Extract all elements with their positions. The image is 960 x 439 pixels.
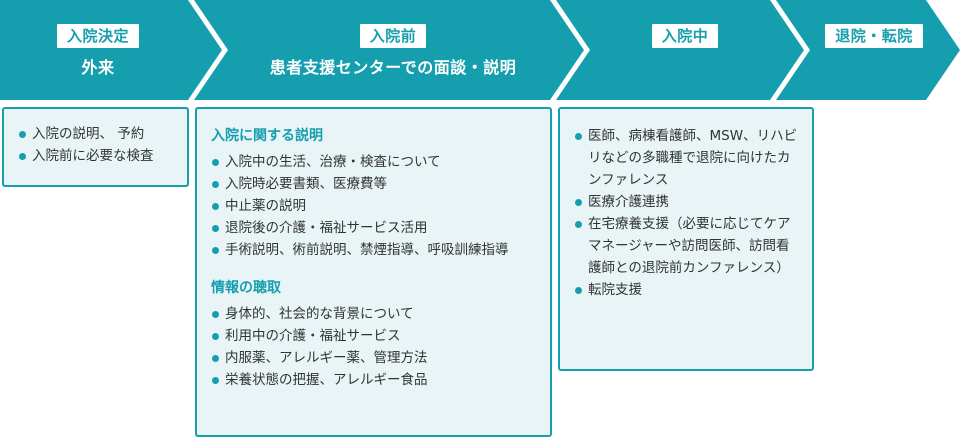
arrow-decision bbox=[0, 0, 222, 100]
section-title: 入院に関する説明 bbox=[211, 128, 323, 144]
decision-list: 入院の説明、 予約 入院前に必要な検査 bbox=[18, 123, 175, 167]
list-item: 入院中の生活、治療・検査について bbox=[211, 151, 538, 173]
list-item: 医師、病棟看護師、MSW、リハビリなどの多職種で退院に向けたカンファレンス bbox=[574, 125, 802, 191]
stage-subtitle: 外来 bbox=[81, 58, 115, 77]
process-flow-arrows bbox=[0, 0, 960, 100]
stage-discharge: 退院・転院 bbox=[810, 24, 938, 48]
list-item: 内服薬、アレルギー薬、管理方法 bbox=[211, 347, 538, 369]
list-item: 身体的、社会的な背景について bbox=[211, 303, 538, 325]
stage-during: 入院中 bbox=[590, 24, 780, 48]
stage-subtitle: 患者支援センターでの面談・説明 bbox=[269, 58, 517, 77]
list-item: 入院時必要書類、医療費等 bbox=[211, 173, 538, 195]
hearing-list: 身体的、社会的な背景について 利用中の介護・福祉サービス 内服薬、アレルギー薬、… bbox=[211, 303, 538, 391]
arrow-pre bbox=[194, 0, 584, 100]
box-pre-admission: 入院に関する説明 入院中の生活、治療・検査について 入院時必要書類、医療費等 中… bbox=[195, 107, 552, 437]
arrow-during bbox=[556, 0, 804, 100]
list-item: 転院支援 bbox=[574, 279, 802, 301]
stage-decision: 入院決定 外来 bbox=[0, 24, 196, 78]
list-item: 退院後の介護・福祉サービス活用 bbox=[211, 217, 538, 239]
list-item: 在宅療養支援（必要に応じてケアマネージャーや訪問医師、訪問看護師との退院前カンフ… bbox=[574, 213, 802, 279]
stage-badge: 入院中 bbox=[651, 24, 719, 48]
section-title: 情報の聴取 bbox=[211, 280, 281, 296]
during-list: 医師、病棟看護師、MSW、リハビリなどの多職種で退院に向けたカンファレンス 医療… bbox=[574, 125, 802, 301]
list-item: 手術説明、術前説明、禁煙指導、呼吸訓練指導 bbox=[211, 239, 538, 261]
list-item: 利用中の介護・福祉サービス bbox=[211, 325, 538, 347]
stage-badge: 入院決定 bbox=[56, 24, 139, 48]
list-item: 中止薬の説明 bbox=[211, 195, 538, 217]
list-item: 入院の説明、 予約 bbox=[18, 123, 175, 145]
explanation-list: 入院中の生活、治療・検査について 入院時必要書類、医療費等 中止薬の説明 退院後… bbox=[211, 151, 538, 261]
box-decision: 入院の説明、 予約 入院前に必要な検査 bbox=[2, 107, 189, 187]
list-item: 入院前に必要な検査 bbox=[18, 145, 175, 167]
box-during: 医師、病棟看護師、MSW、リハビリなどの多職種で退院に向けたカンファレンス 医療… bbox=[558, 107, 814, 371]
list-item: 医療介護連携 bbox=[574, 191, 802, 213]
stage-badge: 入院前 bbox=[359, 24, 427, 48]
stage-pre: 入院前 患者支援センターでの面談・説明 bbox=[228, 24, 558, 78]
stage-badge: 退院・転院 bbox=[825, 24, 923, 48]
list-item: 栄養状態の把握、アレルギー食品 bbox=[211, 369, 538, 391]
